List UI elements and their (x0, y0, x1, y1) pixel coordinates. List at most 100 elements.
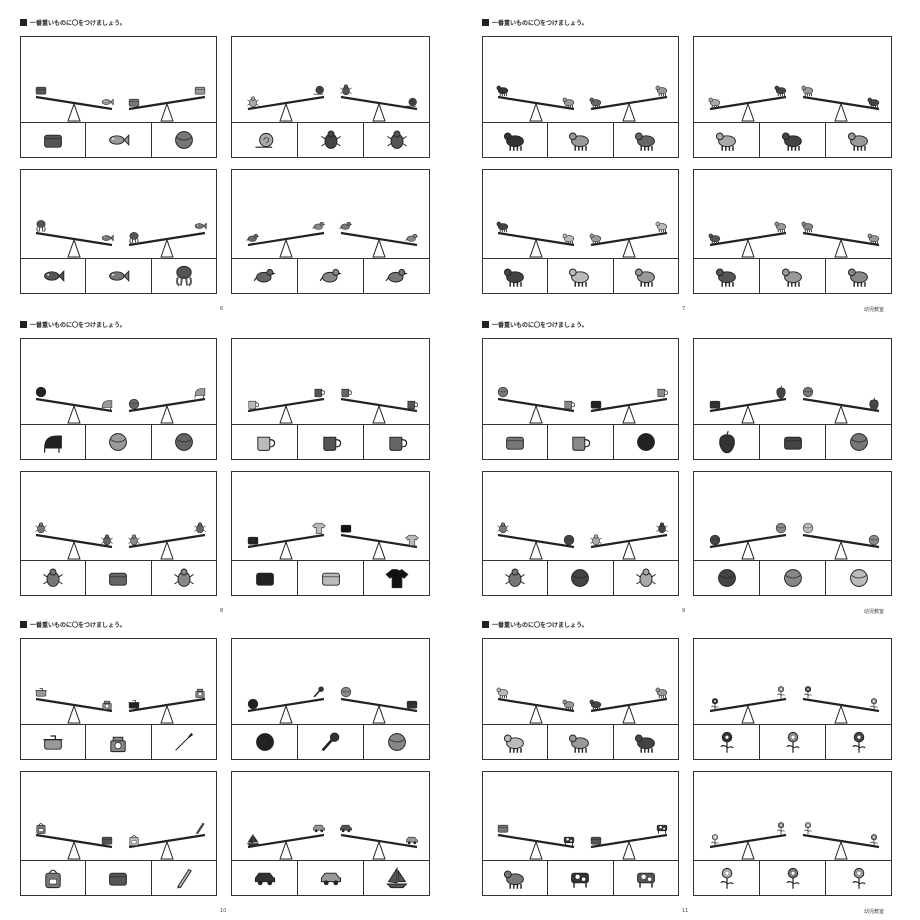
answer-choice[interactable] (364, 725, 429, 759)
seesaw-problem (20, 771, 217, 896)
animal-icon (496, 221, 509, 233)
answer-choice[interactable] (298, 861, 364, 895)
answer-choice[interactable] (760, 259, 826, 293)
answer-choice[interactable] (760, 123, 826, 157)
answer-choice[interactable] (826, 259, 891, 293)
seesaw-right (803, 231, 880, 258)
instruction-text: 一番重いものに〇をつけましょう。 (492, 20, 588, 27)
answer-choice[interactable] (152, 861, 216, 895)
answer-choice[interactable] (826, 425, 891, 459)
answer-choice[interactable] (614, 123, 678, 157)
answer-choice[interactable] (483, 561, 549, 595)
answer-choice[interactable] (826, 561, 891, 595)
bag-icon (36, 823, 46, 834)
answer-choice[interactable] (364, 123, 429, 157)
answer-choice[interactable] (694, 259, 760, 293)
answer-choices (694, 724, 891, 759)
answer-choice[interactable] (483, 861, 549, 895)
flower-icon (776, 822, 785, 835)
answer-choice[interactable] (152, 123, 216, 157)
shirt-icon (405, 534, 419, 546)
answer-choice[interactable] (86, 725, 152, 759)
answer-choice[interactable] (232, 725, 298, 759)
answer-choice[interactable] (483, 725, 549, 759)
seesaw-right (341, 231, 418, 258)
answer-choice[interactable] (694, 561, 760, 595)
answer-choice[interactable] (86, 861, 152, 895)
page-number: 9 (682, 608, 686, 614)
cow-icon (636, 872, 655, 888)
answer-choice[interactable] (483, 259, 549, 293)
answer-choice[interactable] (760, 725, 826, 759)
answer-choice[interactable] (826, 861, 891, 895)
answer-choice[interactable] (364, 861, 429, 895)
answer-choice[interactable] (760, 425, 826, 459)
answer-choice[interactable] (298, 725, 364, 759)
answer-choice[interactable] (152, 259, 216, 293)
flower-icon (785, 867, 800, 889)
answer-choice[interactable] (826, 123, 891, 157)
answer-choice[interactable] (614, 725, 678, 759)
answer-choice[interactable] (548, 861, 614, 895)
answer-choice[interactable] (694, 123, 760, 157)
answer-choice[interactable] (548, 259, 614, 293)
answer-choice[interactable] (232, 259, 298, 293)
answer-choice[interactable] (232, 861, 298, 895)
answer-choice[interactable] (694, 725, 760, 759)
answer-choice[interactable] (614, 561, 678, 595)
seesaw-problem (693, 169, 892, 294)
animal-icon (562, 699, 575, 711)
answer-choice[interactable] (21, 259, 87, 293)
snail-icon (406, 97, 418, 107)
cup-icon (388, 436, 407, 451)
answer-choice[interactable] (21, 425, 87, 459)
answer-choice[interactable] (152, 425, 216, 459)
answer-choice[interactable] (364, 561, 429, 595)
answer-choice[interactable] (548, 725, 614, 759)
ball-icon (36, 386, 47, 398)
cup-icon (657, 388, 668, 398)
answer-choice[interactable] (21, 123, 87, 157)
answer-choice[interactable] (86, 425, 152, 459)
answer-choice[interactable] (614, 425, 678, 459)
answer-choice[interactable] (21, 861, 87, 895)
answer-choice[interactable] (614, 259, 678, 293)
answer-choice[interactable] (152, 725, 216, 759)
answer-choice[interactable] (760, 561, 826, 595)
snail-icon (254, 132, 273, 148)
answer-choice[interactable] (21, 725, 87, 759)
answer-choice[interactable] (86, 259, 152, 293)
seesaw-left (247, 833, 324, 860)
seesaw-scene (483, 339, 678, 427)
answer-choice[interactable] (548, 561, 614, 595)
ball-icon (247, 698, 258, 710)
seesaw-left (709, 697, 786, 724)
answer-choice[interactable] (483, 123, 549, 157)
answer-choice[interactable] (298, 123, 364, 157)
answer-choice[interactable] (826, 725, 891, 759)
seesaw-left (709, 533, 786, 560)
answer-choice[interactable] (364, 259, 429, 293)
seesaw-left (247, 397, 324, 424)
answer-choice[interactable] (614, 861, 678, 895)
answer-choice[interactable] (152, 561, 216, 595)
answer-choice[interactable] (86, 561, 152, 595)
answer-choice[interactable] (86, 123, 152, 157)
answer-choice[interactable] (548, 123, 614, 157)
answer-choice[interactable] (364, 425, 429, 459)
answer-choice[interactable] (548, 425, 614, 459)
seesaw-scene (483, 639, 678, 727)
flower-icon (710, 834, 719, 847)
answer-choice[interactable] (298, 425, 364, 459)
answer-choice[interactable] (298, 259, 364, 293)
answer-choice[interactable] (694, 861, 760, 895)
answer-choice[interactable] (760, 861, 826, 895)
answer-choice[interactable] (694, 425, 760, 459)
answer-choice[interactable] (483, 425, 549, 459)
answer-choice[interactable] (298, 561, 364, 595)
answer-choice[interactable] (232, 425, 298, 459)
answer-choice[interactable] (21, 561, 87, 595)
answer-choice[interactable] (232, 123, 298, 157)
answer-choice[interactable] (232, 561, 298, 595)
animal-icon (708, 233, 720, 245)
